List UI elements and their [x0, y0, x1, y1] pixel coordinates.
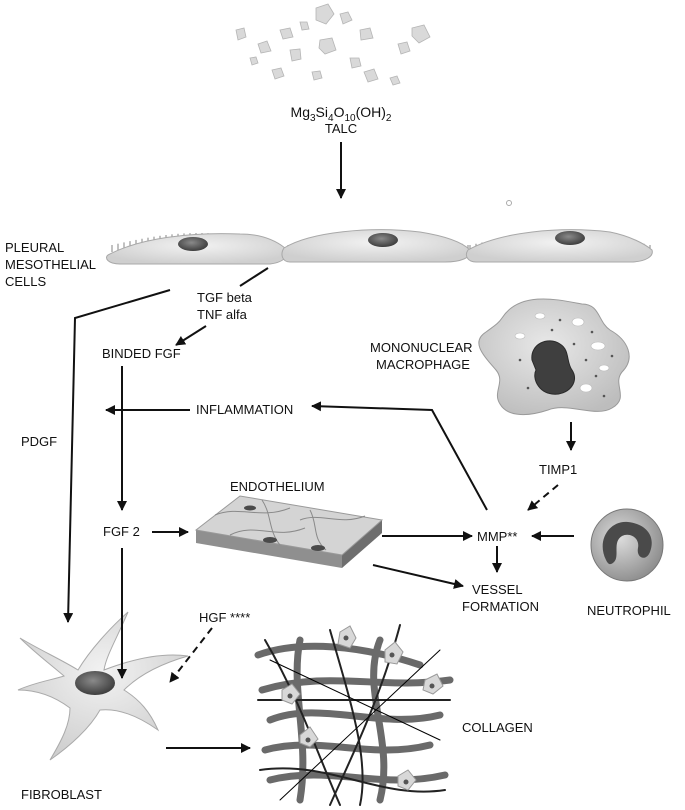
- macrophage-icon: [478, 298, 630, 415]
- vessel-label-1: VESSEL: [472, 582, 523, 597]
- hgf-label: HGF ****: [199, 610, 251, 625]
- pleural-label-3: CELLS: [5, 274, 47, 289]
- arrow-cells-to-fibroblast: [63, 289, 171, 623]
- talc-name: TALC: [324, 121, 358, 136]
- neutrophil-icon: [590, 508, 664, 582]
- timp1-label: TIMP1: [539, 462, 578, 477]
- neutrophil-label: NEUTROPHIL: [587, 603, 671, 618]
- fibroblast-label: FIBROBLAST: [21, 787, 102, 802]
- tgf-beta-label: TGF beta: [197, 290, 252, 305]
- mesothelial-cells-icon: [106, 229, 653, 265]
- arrow-tnf-to-binded-fgf: [175, 325, 207, 346]
- pleural-label-2: MESOTHELIAL: [5, 257, 97, 272]
- macrophage-label-1: MONONUCLEAR: [370, 340, 473, 355]
- pleural-label-1: PLEURAL: [5, 240, 65, 255]
- arrow-tgf-line: [239, 267, 269, 287]
- macrophage-label-2: MACROPHAGE: [376, 357, 470, 372]
- collagen-cells-icon: [281, 625, 444, 791]
- collagen-network-icon: [254, 624, 454, 806]
- collagen-label: COLLAGEN: [462, 720, 533, 735]
- arrow-timp1-to-mmp: [527, 484, 559, 511]
- pdgf-label: PDGF: [21, 434, 58, 449]
- arrows: [63, 142, 576, 753]
- endothelium-label: ENDOTHELIUM: [230, 479, 325, 494]
- inflammation-label: INFLAMMATION: [196, 402, 294, 417]
- vessel-label-2: FORMATION: [462, 599, 540, 614]
- arrow-endothelium-to-vessel: [372, 564, 464, 589]
- endothelium-icon: [194, 495, 384, 568]
- mmp-label: MMP**: [477, 529, 518, 544]
- binded-fgf-label: BINDED FGF: [102, 346, 181, 361]
- fibroblast-icon: [17, 611, 189, 761]
- arrow-mmp-to-inflammation: [311, 401, 488, 511]
- talc-particles-icon: [235, 3, 431, 86]
- talc-formula: Mg3Si4O10(OH)2: [290, 104, 392, 124]
- tnf-alfa-label: TNF alfa: [197, 307, 247, 322]
- fgf2-label: FGF 2: [103, 524, 140, 539]
